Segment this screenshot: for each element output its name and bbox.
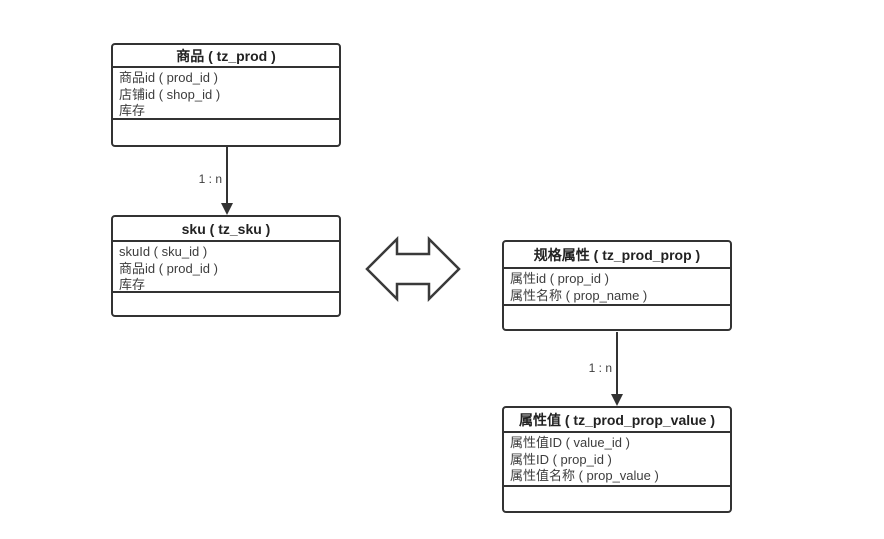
entity-table-prod-prop: 规格属性 ( tz_prod_prop ) 属性id ( prop_id ) 属… (502, 240, 732, 331)
table-fields-prod-prop: 属性id ( prop_id ) 属性名称 ( prop_name ) (504, 269, 730, 306)
table-title-prod-prop-value: 属性值 ( tz_prod_prop_value ) (504, 408, 730, 433)
table-field: 属性值ID ( value_id ) (510, 435, 630, 450)
table-field: 商品id ( prod_id ) (119, 70, 218, 85)
entity-table-prod: 商品 ( tz_prod ) 商品id ( prod_id ) 店铺id ( s… (111, 43, 341, 147)
arrowhead-down-icon (221, 203, 233, 215)
double-arrow-icon (365, 235, 461, 303)
table-empty-section (504, 487, 730, 511)
table-field: 属性名称 ( prop_name ) (510, 287, 648, 303)
table-title-prod: 商品 ( tz_prod ) (113, 45, 339, 68)
table-field: 库存 (119, 277, 146, 292)
table-field: 库存 (119, 103, 146, 118)
table-empty-section (504, 306, 730, 329)
entity-table-sku: sku ( tz_sku ) skuId ( sku_id ) 商品id ( p… (111, 215, 341, 317)
table-empty-section (113, 120, 339, 145)
table-fields-sku: skuId ( sku_id ) 商品id ( prod_id ) 库存 (113, 242, 339, 293)
arrowhead-down-icon (611, 394, 623, 406)
cardinality-label: 1 : n (588, 361, 612, 375)
table-title-prod-prop: 规格属性 ( tz_prod_prop ) (504, 242, 730, 269)
table-field: 属性id ( prop_id ) (510, 271, 609, 286)
cardinality-label: 1 : n (198, 172, 222, 186)
table-field: 属性ID ( prop_id ) (510, 451, 612, 467)
connector-line-prop-propvalue (616, 332, 618, 395)
table-field: 商品id ( prod_id ) (119, 260, 218, 276)
table-fields-prod: 商品id ( prod_id ) 店铺id ( shop_id ) 库存 (113, 68, 339, 120)
table-empty-section (113, 293, 339, 315)
table-field: 店铺id ( shop_id ) (119, 86, 221, 102)
table-field: skuId ( sku_id ) (119, 244, 208, 259)
table-fields-prod-prop-value: 属性值ID ( value_id ) 属性ID ( prop_id ) 属性值名… (504, 433, 730, 487)
entity-table-prod-prop-value: 属性值 ( tz_prod_prop_value ) 属性值ID ( value… (502, 406, 732, 513)
table-title-sku: sku ( tz_sku ) (113, 217, 339, 242)
connector-line-prod-sku (226, 147, 228, 204)
table-field: 属性值名称 ( prop_value ) (510, 468, 659, 483)
